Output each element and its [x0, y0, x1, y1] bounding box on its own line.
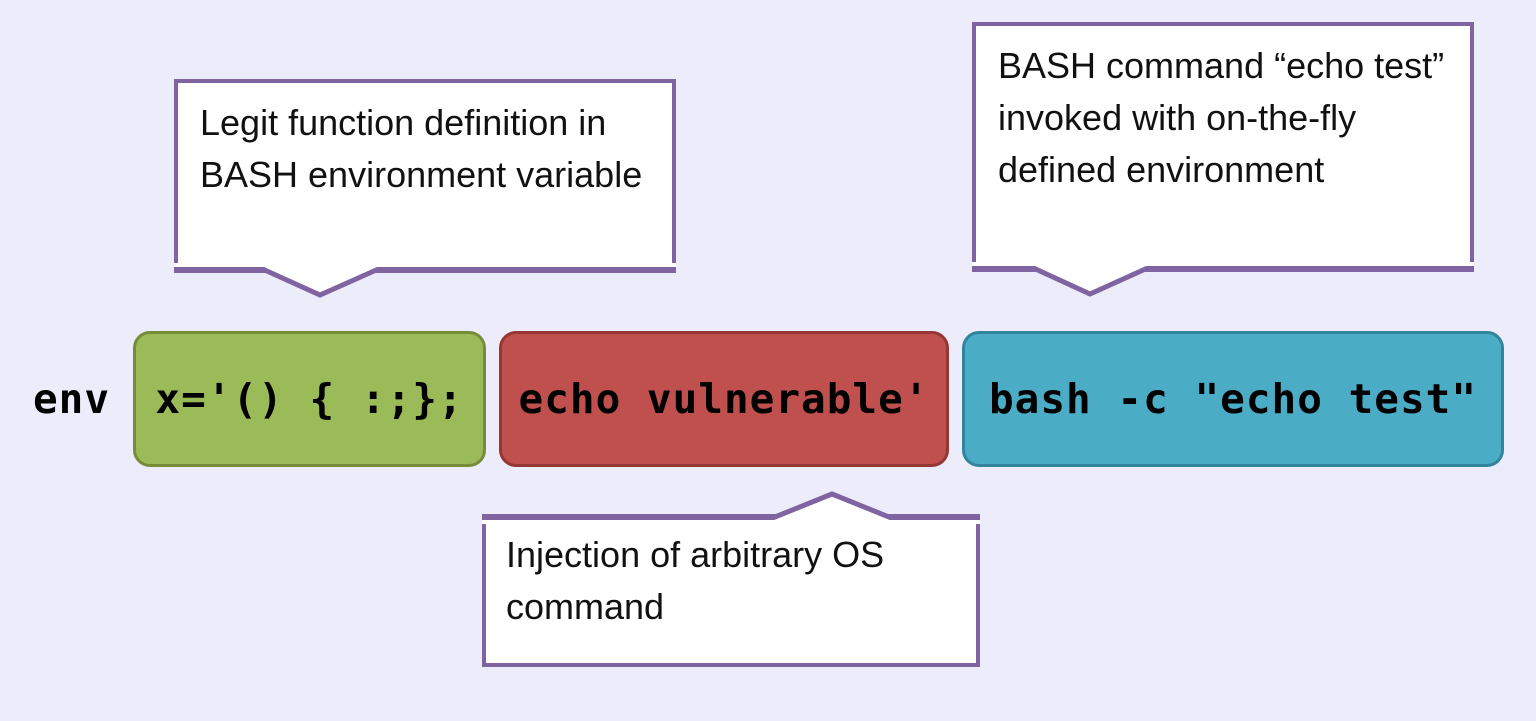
callout-legit-body: [174, 79, 676, 273]
callout-injection-text: Injection of arbitrary OS command: [506, 534, 885, 627]
callout-injection-tail-icon: [482, 491, 980, 524]
callout-invoked-tail-icon: [972, 262, 1474, 297]
command-line: env x='() { :;}; echo vulnerable' bash -…: [0, 331, 1536, 467]
command-segment-env-assignment[interactable]: x='() { :;};: [133, 331, 486, 467]
command-segment-injected-payload[interactable]: echo vulnerable': [499, 331, 949, 467]
callout-invoked-body: [972, 22, 1474, 272]
callout-legit-tail-icon: [174, 263, 676, 298]
callout-legit-function-definition: Legit function definition in BASH enviro…: [174, 79, 676, 301]
callout-bash-command-invoked: BASH command “echo test” invoked with on…: [972, 22, 1474, 300]
callout-injection-body: [482, 514, 980, 667]
callout-injection-arbitrary-os-command: Injection of arbitrary OS command: [482, 491, 980, 667]
callout-invoked-text: BASH command “echo test” invoked with on…: [998, 45, 1445, 190]
command-prefix-env: env: [33, 375, 111, 423]
command-segment-bash-invocation[interactable]: bash -c "echo test": [962, 331, 1504, 467]
callout-legit-text: Legit function definition in BASH enviro…: [200, 102, 643, 195]
